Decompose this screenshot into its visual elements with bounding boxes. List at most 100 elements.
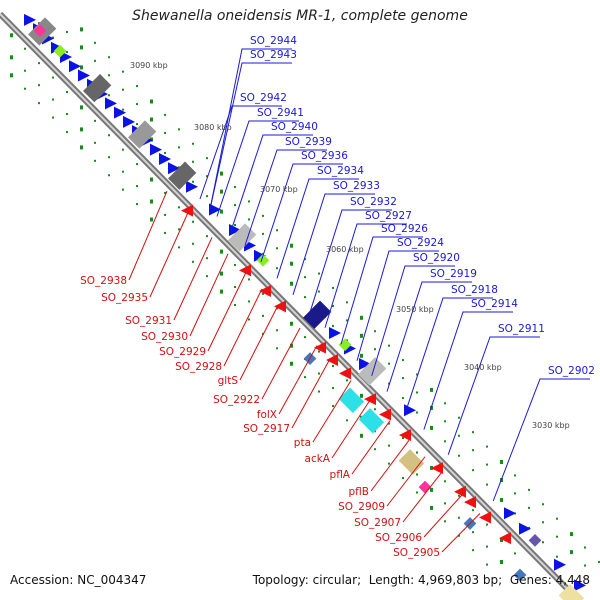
ruler-tick: [472, 509, 474, 512]
forward-label-leader: [356, 250, 439, 361]
ruler-tick: [290, 361, 293, 366]
ruler-tick: [108, 174, 110, 177]
ruler-tick: [346, 379, 348, 382]
ruler-tick: [514, 474, 516, 477]
accession-label: Accession:: [10, 573, 74, 587]
forward-gene-label: SO_2944: [250, 35, 297, 47]
ruler-tick: [206, 235, 208, 238]
gene-block: [338, 387, 365, 413]
scale-label: 3080 kbp: [194, 123, 232, 132]
ruler-tick: [570, 532, 573, 537]
ruler-tick: [66, 130, 68, 133]
ruler-tick: [10, 73, 13, 78]
ruler-tick: [122, 170, 124, 173]
reverse-gene-label: pflA: [330, 469, 351, 481]
gc-block: [83, 74, 112, 103]
forward-gene-label: SO_2914: [471, 298, 518, 310]
ruler-tick: [570, 550, 573, 555]
reverse-cds-arrow: [379, 408, 391, 421]
ruler-tick: [262, 214, 264, 217]
reverse-gene-label: folX: [257, 409, 277, 421]
ruler-tick: [94, 141, 96, 144]
ruler-tick: [416, 451, 418, 454]
reverse-cds-arrow: [399, 429, 411, 442]
ruler-tick: [38, 62, 40, 65]
forward-cds-arrow: [574, 579, 586, 592]
ruler-tick: [24, 47, 26, 50]
ruler-tick: [66, 112, 68, 115]
forward-cds-arrow: [24, 13, 36, 26]
ruler-tick: [38, 22, 40, 25]
ruler-tick: [164, 231, 166, 234]
forward-cds-arrow: [150, 143, 162, 156]
reverse-gene-label: SO_2935: [101, 292, 148, 304]
forward-gene-label: SO_2934: [317, 165, 364, 177]
reverse-gene-label: pflB: [349, 486, 369, 498]
ruler-tick: [108, 74, 110, 77]
ruler-tick: [388, 462, 390, 465]
ruler-tick: [150, 217, 153, 222]
ruler-tick: [178, 228, 180, 231]
ruler-tick: [360, 433, 363, 438]
scale-label: 3040 kbp: [464, 363, 502, 372]
ruler-tick: [402, 377, 404, 380]
ruler-tick: [458, 454, 460, 457]
ruler-tick: [444, 480, 446, 483]
ruler-tick: [66, 50, 68, 53]
ruler-tick: [52, 116, 54, 119]
ruler-tick: [472, 431, 474, 434]
ruler-tick: [262, 314, 264, 317]
ruler-tick: [206, 195, 208, 198]
forward-label-leader: [199, 105, 282, 200]
reverse-cds-arrow: [454, 485, 466, 498]
ruler-tick: [444, 520, 446, 523]
ruler-tick: [38, 102, 40, 105]
forward-label-leader: [405, 297, 493, 412]
reverse-cds-arrow: [339, 367, 351, 380]
ruler-tick: [178, 206, 180, 209]
reverse-cds-arrow: [364, 393, 376, 406]
ruler-tick: [192, 242, 194, 245]
ruler-tick: [276, 329, 278, 332]
gene-block: [558, 584, 585, 600]
ruler-tick: [108, 134, 110, 137]
forward-cds-arrow: [209, 203, 221, 216]
reverse-label-leader: [173, 237, 213, 321]
forward-gene-label: SO_2926: [381, 223, 428, 235]
reverse-cds-arrow: [326, 353, 338, 366]
ruler-tick: [458, 416, 460, 419]
reverse-cds-arrow: [274, 300, 286, 313]
ruler-tick: [108, 94, 110, 97]
reverse-cds-arrow: [499, 532, 511, 545]
ruler-tick: [220, 271, 223, 276]
backbone-highlight: [0, 13, 580, 600]
forward-cds-arrow: [329, 327, 341, 340]
ruler-tick: [24, 69, 26, 72]
forward-gene-label: SO_2924: [397, 237, 444, 249]
ruler-tick: [332, 324, 334, 327]
ruler-tick: [94, 159, 96, 162]
ruler-tick: [472, 531, 474, 534]
scale-label: 3050 kbp: [396, 305, 434, 314]
ruler-tick: [178, 166, 180, 169]
ruler-tick: [556, 555, 558, 558]
forward-gene-label: SO_2942: [240, 92, 287, 104]
ruler-tick: [276, 247, 278, 250]
ruler-tick: [416, 391, 418, 394]
ruler-tick: [304, 336, 306, 339]
forward-gene-label: SO_2941: [257, 107, 304, 119]
forward-label-leader: [386, 281, 472, 392]
forward-gene-label: SO_2932: [350, 196, 397, 208]
forward-label-leader: [209, 62, 292, 210]
ruler-tick: [10, 33, 13, 38]
ruler-tick: [486, 563, 488, 566]
forward-cds-arrow: [504, 507, 516, 520]
ruler-tick: [220, 171, 223, 176]
ruler-tick: [178, 246, 180, 249]
ruler-tick: [360, 315, 363, 320]
forward-label-leader: [324, 223, 407, 328]
reverse-cds-arrow: [259, 284, 271, 297]
reverse-label-leader: [128, 190, 168, 281]
ruler-tick: [332, 364, 334, 367]
